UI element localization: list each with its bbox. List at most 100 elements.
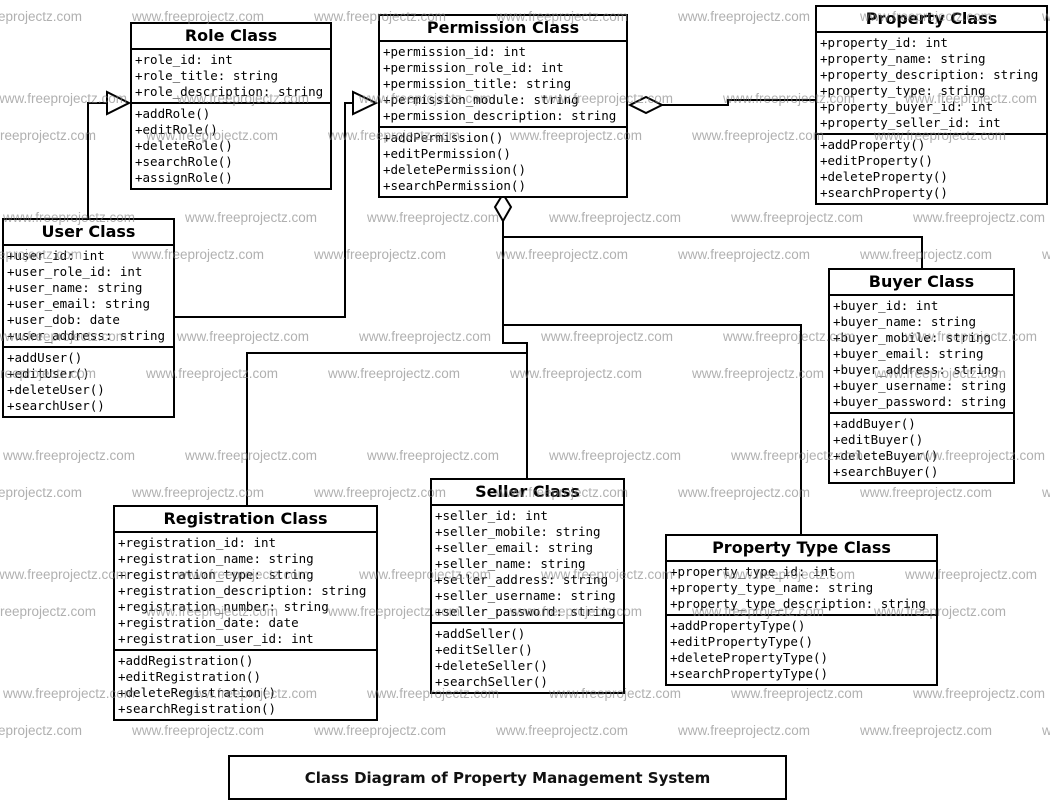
uml-member: +deleteBuyer() [833,448,939,463]
uml-member: +searchPropertyType() [670,666,829,681]
uml-member: +seller_username: string [435,588,616,603]
uml-member: +buyer_username: string [833,378,1007,393]
uml-member: +addPermission() [383,130,504,145]
class-attributes-permission: +permission_id: int+permission_role_id: … [380,42,626,128]
uml-member: +permission_title: string [383,76,572,91]
class-attributes-buyer: +buyer_id: int+buyer_name: string+buyer_… [830,296,1013,414]
class-methods-registration: +addRegistration()+editRegistration()+de… [115,651,376,719]
class-box-role: Role Class +role_id: int+role_title: str… [130,22,332,190]
uml-member: +seller_address: string [435,572,609,587]
diagram-caption-box: Class Diagram of Property Management Sys… [228,755,787,800]
uml-member: +addSeller() [435,626,526,641]
connector-property-permission-aggregation [627,95,815,115]
uml-member: +property_type_id: int [670,564,836,579]
uml-member: +deletePropertyType() [670,650,829,665]
class-box-property-type: Property Type Class +property_type_id: i… [665,534,938,686]
uml-member: +seller_name: string [435,556,586,571]
uml-member: +role_title: string [135,68,278,83]
uml-member: +buyer_name: string [833,314,976,329]
class-box-property: Property Class +property_id: int+propert… [815,5,1048,205]
uml-member: +searchRole() [135,154,233,169]
uml-member: +searchProperty() [820,185,948,200]
uml-member: +user_id: int [7,248,105,263]
uml-member: +role_description: string [135,84,324,99]
connector-user-permission-generalization [175,90,379,318]
uml-member: +seller_email: string [435,540,594,555]
uml-member: +addProperty() [820,137,926,152]
class-attributes-property: +property_id: int+property_name: string +… [817,33,1046,135]
class-title-property-type: Property Type Class [667,536,936,562]
uml-member: +user_name: string [7,280,143,295]
uml-member: +deletePermission() [383,162,526,177]
uml-member: +registration_user_id: int [118,631,314,646]
uml-member: +addUser() [7,350,83,365]
uml-member: +user_address: string [7,328,166,343]
class-box-user: User Class +user_id: int+user_role_id: i… [2,218,175,418]
uml-member: +searchPermission() [383,178,526,193]
class-attributes-seller: +seller_id: int+seller_mobile: string+se… [432,506,623,624]
uml-member: +editRole() [135,122,218,137]
uml-member: +searchBuyer() [833,464,939,479]
class-box-permission: Permission Class +permission_id: int+per… [378,14,628,198]
connector-buyer-permission-aggregation [503,236,923,268]
uml-member: +user_role_id: int [7,264,143,279]
uml-member: +buyer_id: int [833,298,939,313]
uml-member: +registration_description: string [118,583,367,598]
class-attributes-property-type: +property_type_id: int+property_type_nam… [667,562,936,616]
uml-member: +searchUser() [7,398,105,413]
uml-member: +buyer_address: string [833,362,999,377]
uml-member: +property_type: string [820,83,986,98]
class-box-buyer: Buyer Class +buyer_id: int+buyer_name: s… [828,268,1015,484]
uml-member: +addRegistration() [118,653,254,668]
uml-member: +deleteRegistration() [118,685,277,700]
uml-member: +buyer_email: string [833,346,984,361]
uml-member: +searchSeller() [435,674,548,689]
uml-member: +deleteSeller() [435,658,548,673]
uml-member: +permission_id: int [383,44,526,59]
uml-member: +editPropertyType() [670,634,813,649]
class-title-permission: Permission Class [380,16,626,42]
uml-member: +searchRegistration() [118,701,277,716]
uml-member: +property_type_name: string [670,580,874,595]
uml-member: +property_type_description: string [670,596,926,611]
uml-member: +permission_role_id: int [383,60,564,75]
uml-member: +addRole() [135,106,211,121]
uml-member: +seller_password: string [435,604,616,619]
uml-member: +editPermission() [383,146,511,161]
class-box-seller: Seller Class +seller_id: int+seller_mobi… [430,478,625,694]
uml-member: +deleteRole() [135,138,233,153]
class-methods-property-type: +addPropertyType()+editPropertyType()+de… [667,616,936,684]
uml-member: +user_dob: date [7,312,120,327]
uml-member: +editBuyer() [833,432,924,447]
uml-member: +property_name: string [820,51,986,66]
uml-member: +registration_id: int [118,535,277,550]
class-attributes-user: +user_id: int+user_role_id: int+user_nam… [4,246,173,348]
class-methods-buyer: +addBuyer()+editBuyer()+deleteBuyer()+se… [830,414,1013,482]
class-title-role: Role Class [132,24,330,50]
uml-member: +role_id: int [135,52,233,67]
uml-member: +deleteUser() [7,382,105,397]
class-title-buyer: Buyer Class [830,270,1013,296]
connector-seller-permission-aggregation [493,192,528,478]
class-methods-permission: +addPermission()+editPermission()+delete… [380,128,626,196]
uml-member: +addPropertyType() [670,618,806,633]
uml-member: +user_email: string [7,296,150,311]
uml-member: +property_id: int [820,35,948,50]
uml-member: +seller_id: int [435,508,548,523]
connector-propertytype-permission-aggregation [503,324,802,534]
uml-member: +buyer_mobile: string [833,330,992,345]
uml-member: +registration_date: date [118,615,299,630]
uml-member: +permission_module: string [383,92,579,107]
uml-member: +editProperty() [820,153,933,168]
uml-member: +deleteProperty() [820,169,948,184]
class-methods-property: +addProperty()+editProperty()+deleteProp… [817,135,1046,203]
uml-member: +registration_number: string [118,599,329,614]
uml-member: +seller_mobile: string [435,524,601,539]
uml-member: +editRegistration() [118,669,261,684]
uml-member: +buyer_password: string [833,394,1007,409]
uml-member: +registration_name: string [118,551,314,566]
class-title-registration: Registration Class [115,507,376,533]
connector-user-role-generalization [87,90,132,218]
